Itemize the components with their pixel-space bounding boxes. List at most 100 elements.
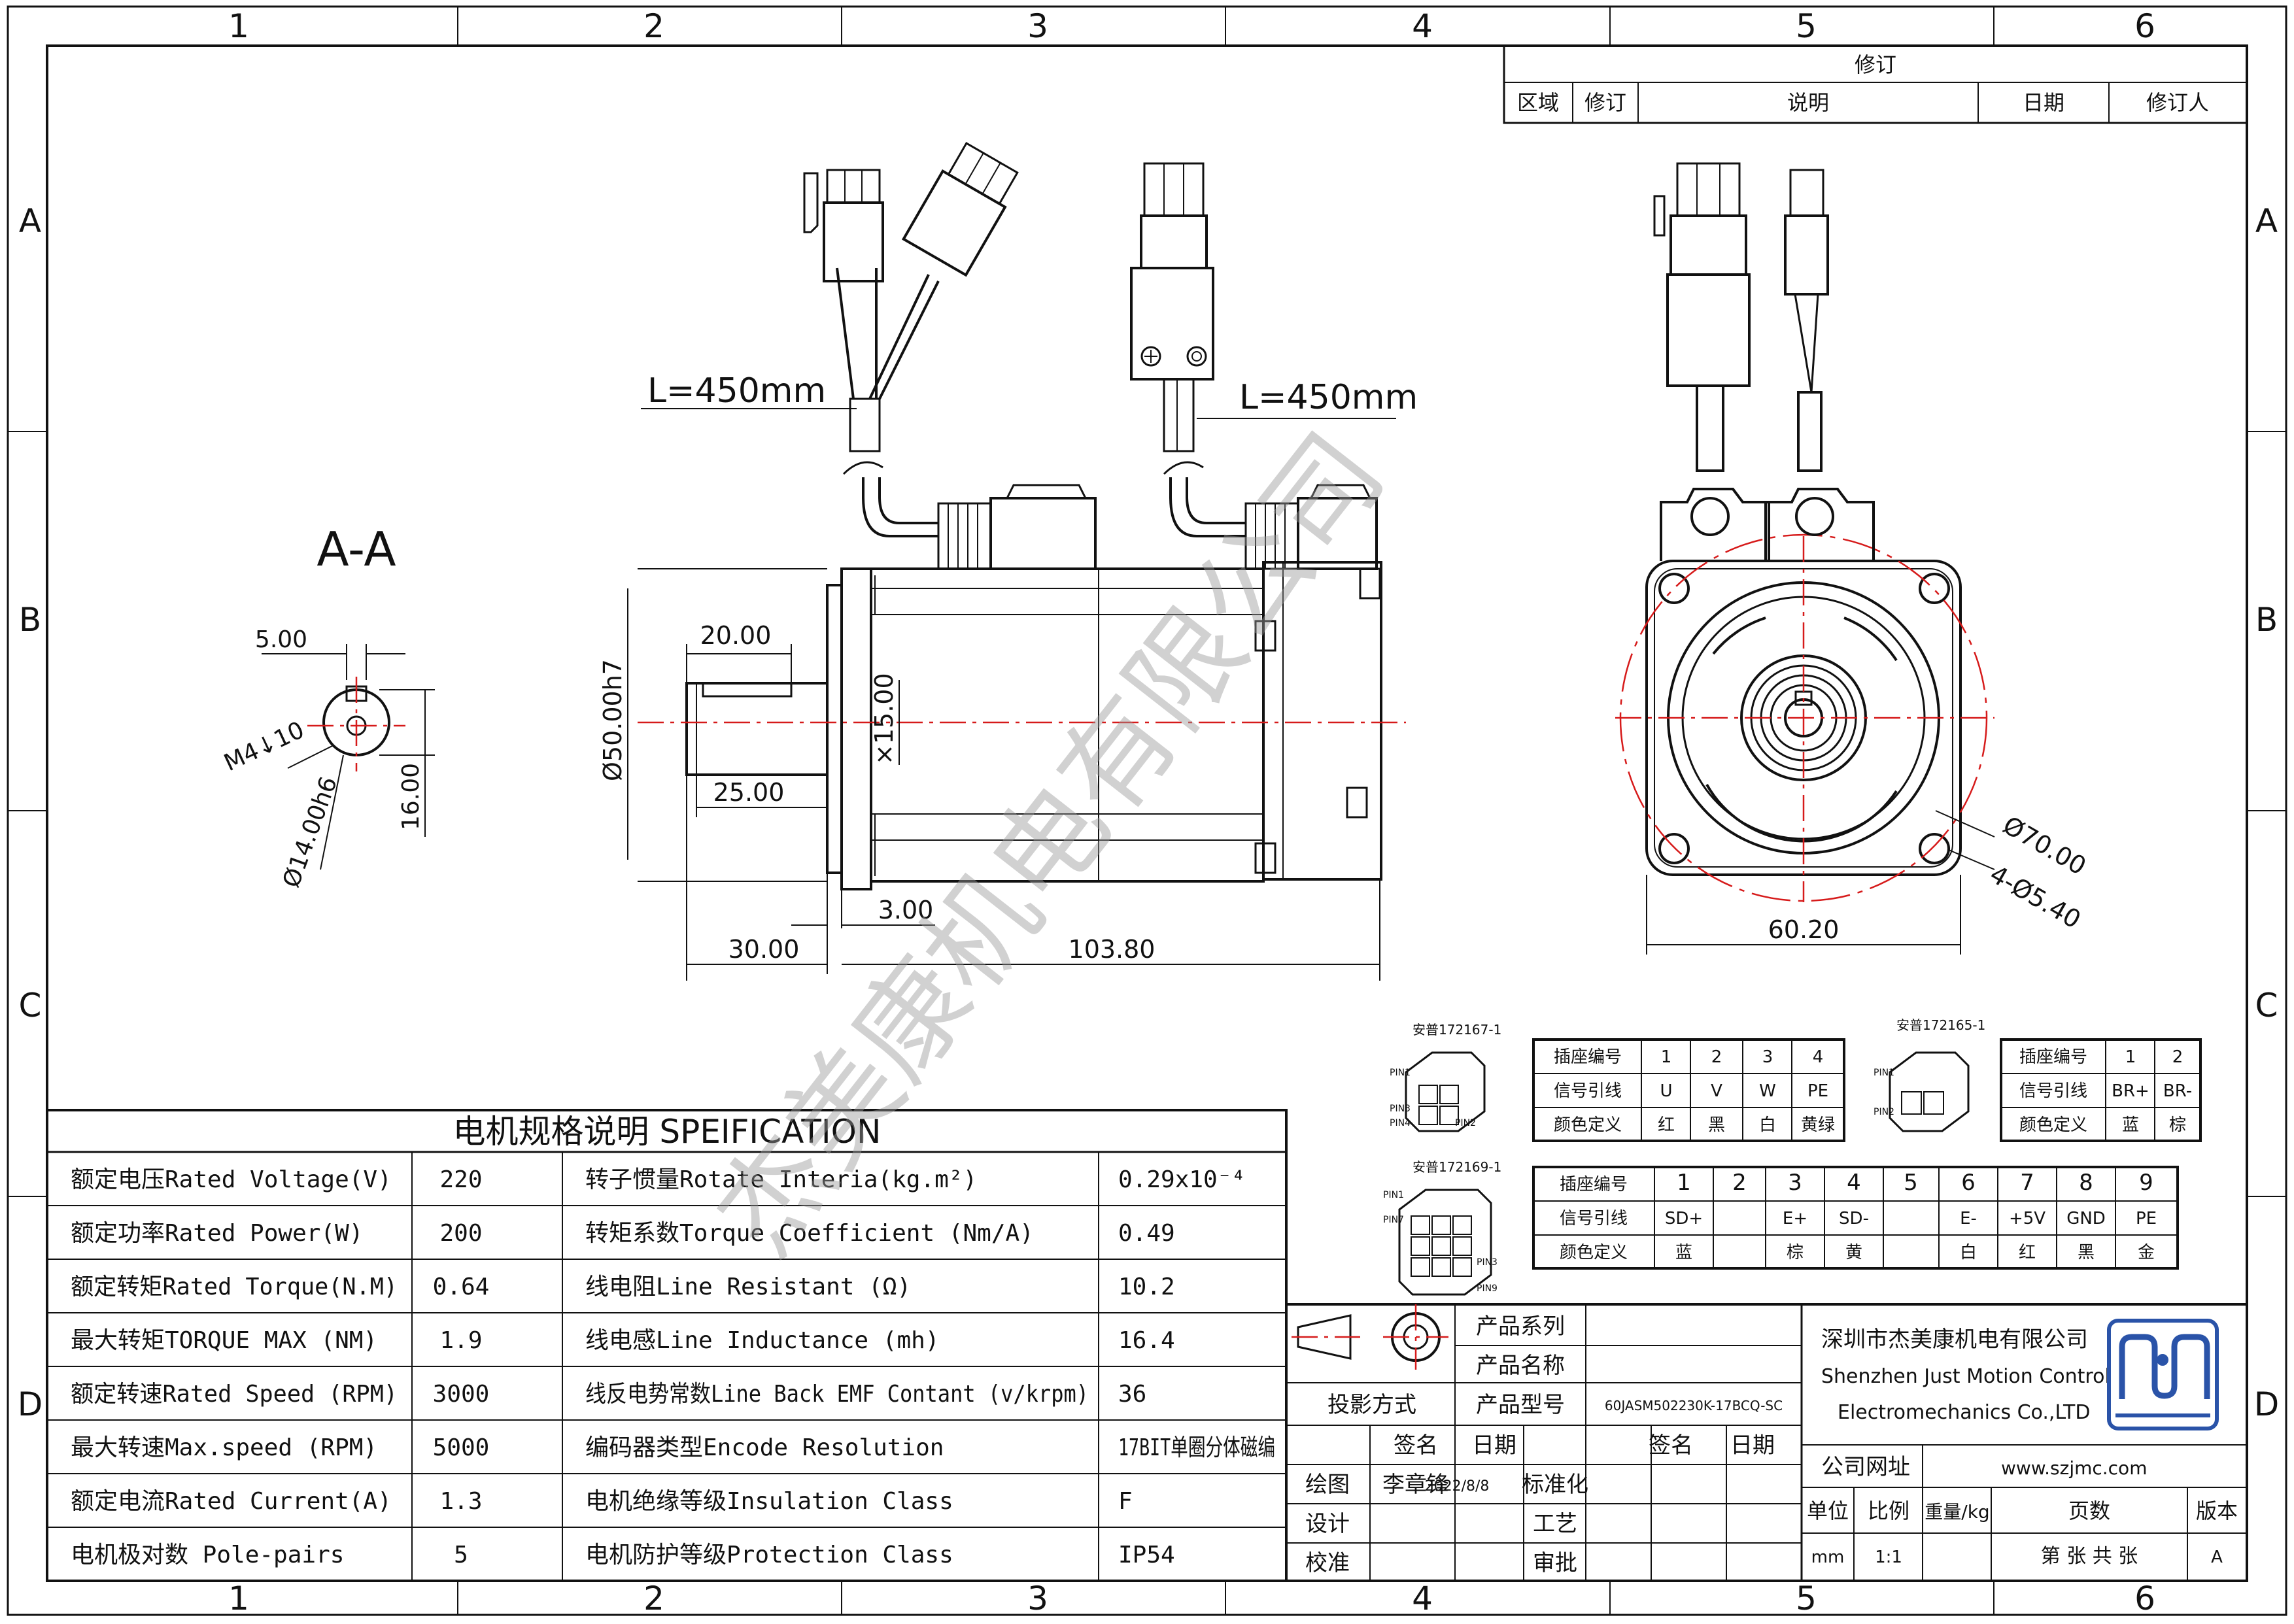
c3-label: 信号引线 <box>1560 1209 1628 1228</box>
c2-cell: 2 <box>2172 1047 2183 1067</box>
c3-cell: 6 <box>1961 1170 1976 1196</box>
connector-title: 安普172169-1 <box>1412 1159 1501 1175</box>
c1-cell: U <box>1660 1081 1672 1101</box>
dim-shaft-total: 30.00 <box>728 935 800 964</box>
cable-length-left: L=450mm <box>647 371 826 411</box>
pin-label: PIN2 <box>1874 1107 1894 1117</box>
tb-standard: 标准化 <box>1522 1472 1588 1498</box>
spec-label: 电机防护等级Protection Class <box>585 1542 953 1568</box>
tb-unit-v: mm <box>1811 1548 1845 1567</box>
c1-label: 插座编号 <box>1554 1047 1622 1067</box>
spec-label: 编码器类型Encode Resolution <box>585 1434 944 1461</box>
dim-flange-thk: 3.00 <box>878 896 934 924</box>
pin-label: PIN1 <box>1390 1068 1411 1078</box>
tb-draw-date: 2022/8/8 <box>1425 1478 1490 1495</box>
tb-version: 版本 <box>2196 1498 2238 1523</box>
revision-title: 修订 <box>1855 52 1896 77</box>
pin-label: PIN2 <box>1455 1118 1476 1128</box>
dim-flange-w: 60.20 <box>1768 915 1840 944</box>
zone-dividers <box>8 7 2286 1615</box>
spec-label: 额定电流Rated Current(A) <box>71 1488 392 1515</box>
col-label: 5 <box>1796 7 1817 45</box>
c2-cell: BR- <box>2163 1081 2192 1101</box>
pin-label: PIN9 <box>1477 1283 1498 1294</box>
c1-cell: PE <box>1807 1081 1828 1101</box>
c3-cell: 红 <box>2019 1243 2036 1262</box>
c2-label: 插座编号 <box>2019 1047 2087 1067</box>
col-label: 4 <box>1412 1580 1433 1617</box>
spec-value: 0.64 <box>433 1274 490 1300</box>
col-label: 1 <box>228 1580 249 1617</box>
tb-date: 日期 <box>1472 1432 1516 1459</box>
row-label: C <box>19 987 42 1024</box>
tb-scale-v: 1:1 <box>1875 1548 1902 1567</box>
spec-value: 17BIT单圈分体磁编 <box>1118 1434 1275 1461</box>
spec-value: 5000 <box>433 1434 490 1461</box>
tb-approve: 审批 <box>1533 1550 1577 1576</box>
spec-label: 电机极对数 Pole-pairs <box>71 1542 344 1568</box>
c3-cell: 黄 <box>1845 1243 1862 1262</box>
c2-label: 颜色定义 <box>2019 1115 2087 1135</box>
tb-scale: 比例 <box>1868 1498 1909 1523</box>
tb-process: 工艺 <box>1533 1511 1577 1537</box>
c3-cell: 3 <box>1788 1170 1802 1196</box>
spec-value: 5 <box>454 1542 468 1568</box>
spec-label: 额定转速Rated Speed (RPM) <box>71 1381 398 1408</box>
tb-design: 设计 <box>1305 1511 1350 1537</box>
c3-cell: 4 <box>1847 1170 1861 1196</box>
col-label: 6 <box>2134 7 2155 45</box>
spec-label: 额定功率Rated Power(W) <box>71 1220 363 1247</box>
c2-cell: 蓝 <box>2122 1115 2139 1135</box>
spec-label: 电机绝缘等级Insulation Class <box>585 1488 953 1515</box>
dim-pilot-dia: Ø50.00h7 <box>598 659 627 781</box>
c3-cell: E+ <box>1783 1209 1807 1228</box>
spec-label: 线电阻Line Resistant (Ω) <box>585 1274 911 1300</box>
connector-2: 安普172165-1 PIN1 PIN2 插座编号 信号引线 颜色定义 1 2 … <box>1874 1017 2202 1142</box>
c1-cell: 黄绿 <box>1801 1115 1835 1135</box>
row-label: B <box>2255 601 2278 639</box>
tb-date2: 日期 <box>1730 1432 1775 1459</box>
spec-value: 1.9 <box>439 1327 482 1354</box>
row-label: A <box>19 202 41 240</box>
rev-header: 修订 <box>1584 90 1626 115</box>
pin-label: PIN3 <box>1390 1104 1411 1114</box>
spec-label: 线反电势常数Line Back EMF Contant (v/krpm) <box>585 1381 1089 1408</box>
rev-header: 日期 <box>2023 90 2064 115</box>
spec-table: 电机规格说明 SPEIFICATION 额定电压Rated Voltage(V)… <box>46 1109 1288 1582</box>
spec-value: 16.4 <box>1118 1327 1175 1354</box>
c3-cell: 金 <box>2138 1243 2155 1262</box>
c3-cell: E- <box>1960 1209 1977 1228</box>
dim-key-hole: M4↓10 <box>220 717 308 777</box>
pin-label: PIN4 <box>1390 1118 1411 1128</box>
tb-check: 校准 <box>1305 1550 1350 1576</box>
spec-value: 10.2 <box>1118 1274 1175 1300</box>
c3-cell: 7 <box>2020 1170 2034 1196</box>
spec-value: 1.3 <box>439 1488 482 1515</box>
row-label: D <box>2254 1385 2280 1423</box>
spec-title: 电机规格说明 SPEIFICATION <box>453 1113 882 1151</box>
website-label: 公司网址 <box>1821 1454 1910 1480</box>
spec-label: 额定转矩Rated Torque(N.M) <box>71 1274 398 1300</box>
col-label: 2 <box>643 1580 664 1617</box>
connector-1: 安普172167-1 PIN1 PIN3 PIN4 PIN2 插座编号 信号引线… <box>1390 1022 1845 1142</box>
c1-cell: V <box>1711 1081 1722 1101</box>
row-label: A <box>2255 202 2278 240</box>
pin-label: PIN7 <box>1383 1215 1404 1225</box>
c1-cell: 黑 <box>1708 1115 1725 1135</box>
col-label: 3 <box>1027 1580 1048 1617</box>
section-a-a: A-A 5.00 M4↓10 16.00 Ø14.00h6 <box>220 522 435 891</box>
watermark: 杰美康机电有限公司 <box>691 411 1409 1279</box>
tb-model-value: 60JASM502230K-17BCQ-SC <box>1605 1398 1783 1413</box>
col-label: 5 <box>1796 1580 1817 1617</box>
c3-cell: +5V <box>2009 1209 2046 1228</box>
tb-pages: 页数 <box>2068 1498 2110 1523</box>
spec-value: F <box>1118 1488 1133 1515</box>
dim-key-width: 5.00 <box>255 626 307 653</box>
c1-cell: 1 <box>1661 1047 1672 1067</box>
row-label: D <box>18 1385 43 1423</box>
dim-key-height: 16.00 <box>398 763 424 830</box>
spec-value: 0.49 <box>1118 1220 1175 1247</box>
c2-label: 信号引线 <box>2019 1081 2087 1101</box>
c3-cell: 1 <box>1677 1170 1691 1196</box>
